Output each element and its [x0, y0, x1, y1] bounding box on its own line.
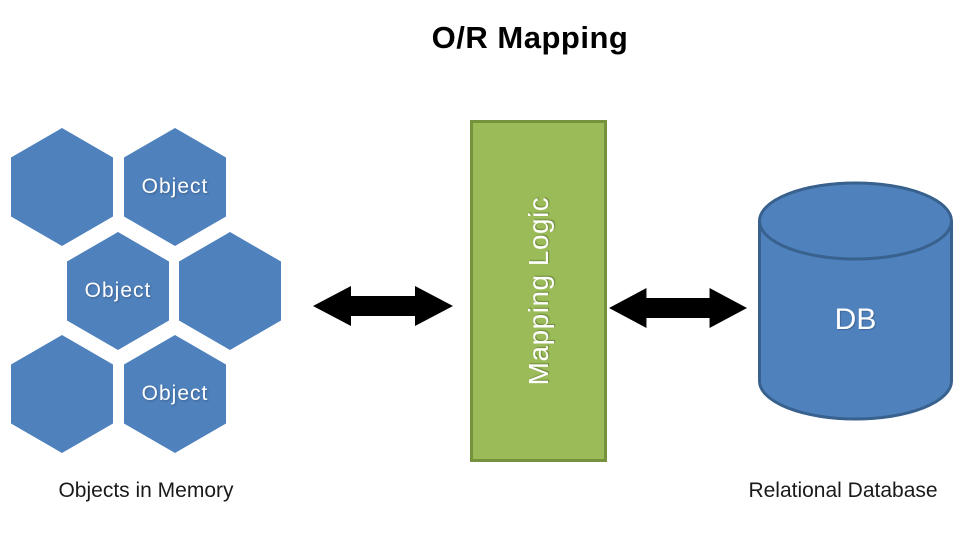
object-hexagon [11, 128, 113, 246]
object-hexagon [179, 232, 281, 350]
object-hexagon: Object [124, 335, 226, 453]
object-hexagon-label: Object [141, 382, 209, 405]
objects-in-memory-caption: Objects in Memory [58, 479, 234, 502]
right-double-arrow-icon [609, 288, 747, 328]
object-hexagon-label: Object [141, 175, 209, 198]
object-hexagon: Object [124, 128, 226, 246]
left-double-arrow-icon [313, 286, 453, 326]
database-cylinder-icon [758, 181, 953, 421]
db-label: DB [834, 303, 877, 336]
object-hexagon [11, 335, 113, 453]
object-hexagon: Object [67, 232, 169, 350]
mapping-logic-label: Mapping Logic [522, 196, 554, 386]
object-hexagon-label: Object [84, 279, 152, 302]
relational-database-caption: Relational Database [748, 479, 938, 502]
diagram-title: O/R Mapping [431, 20, 629, 55]
mapping-logic-box: Mapping Logic [470, 120, 607, 462]
